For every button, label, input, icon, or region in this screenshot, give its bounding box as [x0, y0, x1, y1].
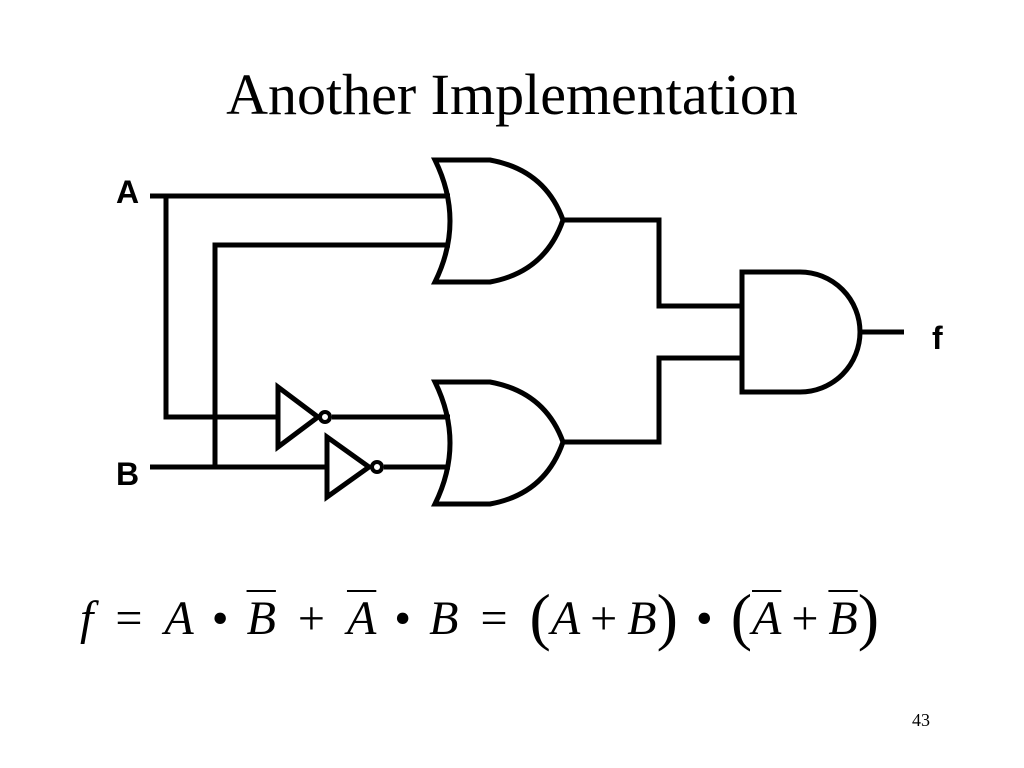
formula-term2-a-bar: A [346, 592, 377, 645]
inverter-b [324, 432, 374, 502]
formula-term2-b: B [429, 592, 459, 645]
formula-sum1-b: B [627, 592, 657, 645]
formula-and-dot-2: • [394, 592, 412, 645]
formula-term1-a: A [164, 592, 194, 645]
formula-rparen-2: ) [857, 581, 880, 652]
formula-term1-b-bar: B [246, 592, 276, 645]
output-f-label: f [932, 320, 943, 356]
input-b-label: B [116, 456, 140, 492]
formula-plus-1: + [297, 592, 325, 645]
or-gate-1 [430, 157, 566, 285]
formula-sum2-b-bar: B [828, 592, 858, 645]
formula-rparen-1: ) [656, 581, 678, 652]
formula-and-dot-3: • [695, 592, 713, 645]
wire-a-to-inverter-a [163, 196, 278, 420]
formula-plus-3: + [791, 592, 819, 645]
inverter-a [275, 382, 323, 452]
formula-sum1-a: A [550, 592, 581, 645]
slide-title: Another Implementation [226, 62, 798, 127]
wire-or2-to-and [563, 355, 742, 445]
formula-lhs: f [80, 592, 94, 645]
or-gate-2 [430, 379, 566, 507]
formula-equals-1: = [115, 592, 143, 645]
input-a-label: A [116, 174, 140, 210]
boolean-formula: f = A • B + A • B = (A+B) • (A+B) [80, 585, 940, 649]
formula-lparen-1: ( [529, 581, 551, 652]
formula-and-dot-1: • [211, 592, 229, 645]
wire-b-to-or1 [212, 242, 450, 467]
and-gate [739, 269, 863, 395]
page-number: 43 [912, 710, 930, 730]
inverter-a-bubble [318, 410, 332, 424]
formula-lparen-2: ( [730, 581, 752, 652]
formula-equals-2: = [480, 592, 508, 645]
formula-plus-2: + [590, 592, 618, 645]
wire-or1-to-and [563, 217, 742, 309]
inverter-b-bubble [370, 460, 384, 474]
formula-sum2-a-bar: A [752, 592, 782, 645]
